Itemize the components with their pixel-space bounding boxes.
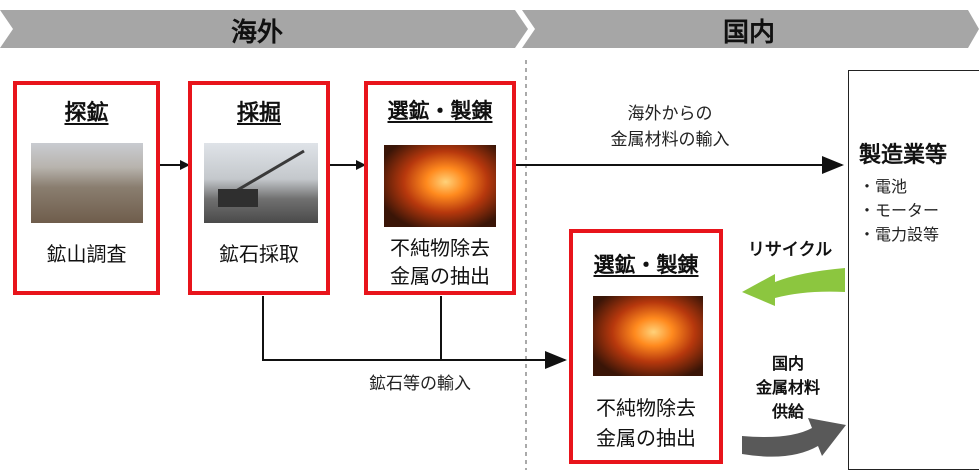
excavator-icon [218,149,305,207]
supply-arrow [742,418,846,457]
step-title: 選鉱・製錬 [593,253,699,277]
excavator-photo [204,143,318,223]
metal-import-label-line2: 金属材料の輸入 [610,130,730,150]
step-title: 探鉱 [64,101,109,126]
step-exploration: 探鉱 鉱山調査 [13,81,160,295]
smelting-photo [384,145,496,227]
supply-label-line2: 金属材料 [755,378,820,397]
manufacturing-item: ・電池 [859,177,908,196]
ore-import-path [262,296,567,369]
step-title: 採掘 [236,101,281,126]
recycle-arrow [742,268,845,306]
manufacturing-item: ・電力設等 [859,225,940,244]
overseas-chevron [0,10,528,48]
supply-label-line1: 国内 [771,354,804,373]
overseas-label: 海外 [231,18,284,48]
recycle-label: リサイクル [747,240,833,260]
step-desc-line1: 不純物除去 [596,396,696,420]
step-title: 選鉱・製錬 [387,99,493,123]
mine-photo [31,143,143,223]
step-desc: 鉱石採取 [219,242,299,266]
step-smelting-domestic: 選鉱・製錬 不純物除去 金属の抽出 [569,229,723,464]
domestic-label: 国内 [723,18,776,48]
step-desc-line2: 金属の抽出 [390,264,490,288]
manufacturing-box: 製造業等 ・電池 ・モーター ・電力設等 [848,70,979,470]
metal-import-label-line1: 海外からの [627,104,713,124]
step-mining: 採掘 鉱石採取 [188,81,330,295]
manufacturing-title: 製造業等 [859,143,948,168]
step-desc-line2: 金属の抽出 [596,426,696,450]
domestic-chevron [522,10,979,48]
smelting-photo [593,296,703,376]
supply-label-line3: 供給 [771,402,804,421]
manufacturing-item: ・モーター [859,201,940,220]
ore-import-label: 鉱石等の輸入 [369,374,471,394]
step-desc-line1: 不純物除去 [390,236,490,260]
step-desc: 鉱山調査 [46,242,127,266]
step-smelting-overseas: 選鉱・製錬 不純物除去 金属の抽出 [364,81,516,295]
